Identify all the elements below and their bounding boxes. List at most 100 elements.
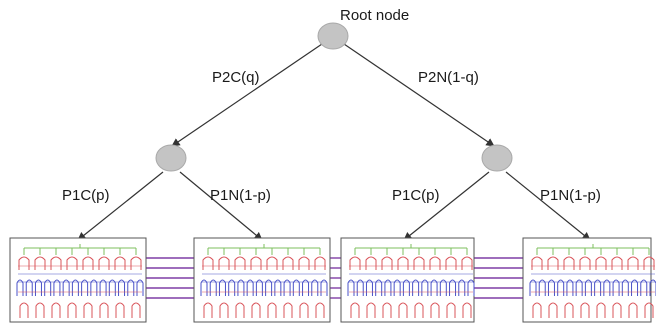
thumb-blue-arch [274, 279, 282, 296]
thumb-blue-arch [34, 279, 42, 296]
thumb-blue-arch [90, 279, 98, 296]
thumb-red-bottom-arch [596, 302, 606, 318]
edge-right-right [505, 171, 591, 241]
thumb-blue-arch [557, 279, 565, 296]
edge-label-right-left: P1C(p) [392, 187, 440, 204]
thumb-blue-arch [16, 279, 24, 296]
thumb-red-bottom-arch [67, 302, 77, 318]
thumb-blue-arch [393, 279, 401, 296]
thumb-red-bottom-arch [299, 302, 309, 318]
thumb-red-bottom-arch [446, 302, 456, 318]
thumb-red-bottom-arch [115, 302, 125, 318]
thumb-blue-arch [302, 279, 310, 296]
thumb-blue-arch [439, 279, 447, 296]
edge-left-left [77, 171, 164, 241]
root-node-label: Root node [340, 7, 409, 24]
thumb-blue-arch [375, 279, 383, 296]
thumb-red-arch [349, 256, 361, 270]
thumb-red-arch [445, 256, 457, 270]
thumb-blue-arch [127, 279, 135, 296]
thumb-blue-arch [467, 279, 475, 296]
edge-label-root-left: P2C(q) [212, 69, 260, 86]
thumb-red-arch [218, 256, 230, 270]
thumb-blue-arch [81, 279, 89, 296]
edge-label-left-left: P1C(p) [62, 187, 110, 204]
thumb-red-arch [266, 256, 278, 270]
thumb-blue-arch [529, 279, 537, 296]
thumb-blue-arch [402, 279, 410, 296]
thumb-blue-arch [44, 279, 52, 296]
thumb-blue-arch [430, 279, 438, 296]
thumb-blue-arch [575, 279, 583, 296]
thumb-blue-arch [53, 279, 61, 296]
thumb-red-bottom-arch [83, 302, 93, 318]
thumb-red-bottom-arch [251, 302, 261, 318]
thumb-red-arch [381, 256, 393, 270]
thumb-blue-arch [631, 279, 639, 296]
thumb-red-bottom-arch [350, 302, 360, 318]
subtree-connectors [146, 257, 523, 299]
thumb-red-arch [611, 256, 623, 270]
thumb-red-bottom-arch [580, 302, 590, 318]
thumb-blue-arch [255, 279, 263, 296]
edge-label-right-right: P1N(1-p) [540, 187, 601, 204]
thumb-red-arch [114, 256, 126, 270]
thumb-red-bottom-arch [203, 302, 213, 318]
thumb-red-bottom-arch [219, 302, 229, 318]
subtree-box-3-tree [347, 244, 475, 318]
thumb-red-arch [314, 256, 326, 270]
thumb-red-arch [202, 256, 214, 270]
thumb-blue-arch [320, 279, 328, 296]
thumb-red-arch [130, 256, 142, 270]
thumb-red-arch [18, 256, 30, 270]
subtree-box-4 [522, 237, 656, 323]
edge-label-root-right: P2N(1-q) [418, 69, 479, 86]
thumb-red-bottom-arch [267, 302, 277, 318]
thumb-blue-arch [412, 279, 420, 296]
thumb-red-arch [365, 256, 377, 270]
thumb-red-arch [34, 256, 46, 270]
thumb-blue-arch [25, 279, 33, 296]
thumb-blue-arch [246, 279, 254, 296]
subtree-box-1-tree [16, 244, 144, 318]
subtree-box-1 [9, 237, 147, 323]
thumb-blue-arch [108, 279, 116, 296]
thumb-blue-arch [237, 279, 245, 296]
thumb-red-arch [429, 256, 441, 270]
subtree-box-2-frame [193, 237, 331, 323]
thumb-red-arch [98, 256, 110, 270]
thumb-red-arch [595, 256, 607, 270]
thumb-blue-arch [547, 279, 555, 296]
thumb-blue-arch [62, 279, 70, 296]
thumb-red-bottom-arch [398, 302, 408, 318]
edge-label-left-right: P1N(1-p) [210, 187, 271, 204]
thumb-red-arch [234, 256, 246, 270]
thumb-blue-arch [640, 279, 648, 296]
thumb-blue-arch [347, 279, 355, 296]
thumb-red-bottom-arch [51, 302, 61, 318]
thumb-red-arch [643, 256, 655, 270]
thumb-red-arch [250, 256, 262, 270]
thumb-red-bottom-arch [283, 302, 293, 318]
thumb-red-bottom-arch [532, 302, 542, 318]
thumb-red-bottom-arch [99, 302, 109, 318]
thumb-blue-arch [384, 279, 392, 296]
thumb-blue-arch [594, 279, 602, 296]
thumb-red-arch [298, 256, 310, 270]
thumb-red-arch [563, 256, 575, 270]
right-chance-node [481, 144, 513, 172]
thumb-red-bottom-arch [382, 302, 392, 318]
thumb-blue-arch [218, 279, 226, 296]
thumb-red-bottom-arch [462, 302, 472, 318]
thumb-blue-arch [136, 279, 144, 296]
thumb-red-arch [627, 256, 639, 270]
edge-left-right [179, 171, 263, 241]
thumb-blue-arch [365, 279, 373, 296]
thumb-red-arch [579, 256, 591, 270]
thumb-red-bottom-arch [315, 302, 325, 318]
thumb-red-bottom-arch [628, 302, 638, 318]
thumb-blue-arch [311, 279, 319, 296]
thumb-blue-arch [71, 279, 79, 296]
thumb-red-bottom-arch [548, 302, 558, 318]
